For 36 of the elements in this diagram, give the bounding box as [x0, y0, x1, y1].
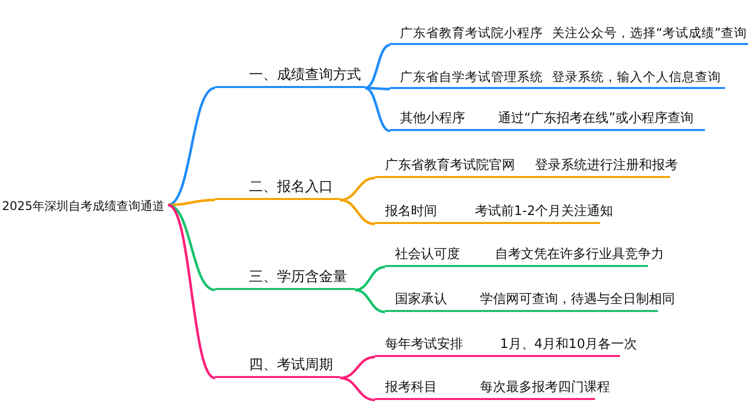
branch-connector — [354, 266, 386, 292]
branch-connector — [168, 204, 216, 292]
topic-text: 每年考试安排 — [385, 338, 463, 351]
description-text: 登录系统，输入个人信息查询 — [552, 70, 721, 83]
topic-text: 二、报名入口 — [249, 180, 333, 194]
topic-text: 广东省教育考试院官网 — [385, 159, 515, 172]
description-text: 1月、4月和10月各一次 — [500, 338, 638, 351]
topic-text: 广东省教育考试院小程序 — [400, 26, 543, 39]
topic-text: 2025年深圳自考成绩查询通道 — [2, 200, 165, 212]
topic-text: 报名时间 — [385, 205, 437, 218]
description-text: 关注公众号，选择“考试成绩”查询 — [552, 26, 747, 39]
branch-connector — [168, 198, 216, 206]
branch-connector — [364, 86, 390, 132]
branch-connector — [340, 376, 376, 402]
topic-text: 一、成绩查询方式 — [249, 68, 361, 82]
topic-text: 四、考试周期 — [249, 358, 333, 372]
topic-text: 报考科目 — [385, 381, 437, 394]
branch-connector — [364, 44, 390, 90]
branch-connector — [365, 86, 390, 90]
branch-connector — [168, 86, 216, 206]
branch-connector — [340, 356, 376, 380]
description-text: 学信网可查询，待遇与全日制相同 — [480, 293, 675, 306]
description-text: 自考文凭在许多行业具竞争力 — [495, 248, 664, 261]
topic-text: 广东省自学考试管理系统 — [400, 70, 543, 83]
description-text: 考试前1-2个月关注通知 — [475, 205, 614, 218]
branch-connector — [167, 204, 216, 380]
branch-connector — [340, 198, 376, 226]
branch-connector — [354, 288, 386, 314]
description-text: 每次最多报考四门课程 — [480, 381, 610, 394]
topic-text: 三、学历含金量 — [249, 270, 347, 284]
topic-text: 国家承认 — [395, 293, 447, 306]
description-text: 登录系统进行注册和报考 — [535, 159, 678, 172]
topic-text: 其他小程序 — [400, 112, 465, 125]
topic-text: 社会认可度 — [395, 248, 460, 261]
description-text: 通过“广东招考在线”或小程序查询 — [498, 112, 694, 125]
branch-connector — [340, 176, 376, 202]
